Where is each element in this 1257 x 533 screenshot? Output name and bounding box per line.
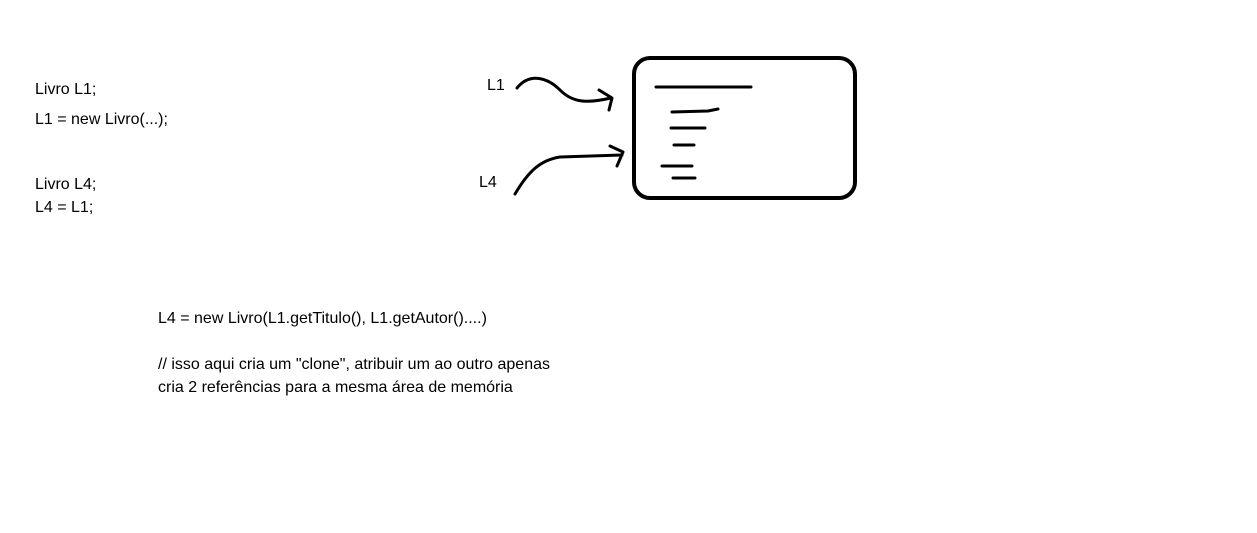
- arrow-l4-to-object: [513, 153, 624, 196]
- arrow-l4-head: [608, 144, 625, 168]
- reference-label-l1: L1: [487, 77, 505, 94]
- reference-label-l4: L4: [479, 174, 497, 191]
- arrow-l1-to-object: [515, 76, 613, 103]
- code-line-declare-l4: Livro L4;: [35, 176, 97, 193]
- comment-line-1: // isso aqui cria um "clone", atribuir u…: [158, 356, 550, 373]
- arrow-l1-head: [597, 88, 614, 112]
- code-line-clone-l4: L4 = new Livro(L1.getTitulo(), L1.getAut…: [158, 310, 487, 327]
- object-field-line: [670, 107, 720, 114]
- comment-line-2: cria 2 referências para a mesma área de …: [158, 379, 513, 396]
- code-line-declare-l1: Livro L1;: [35, 81, 97, 98]
- memory-object-box: [632, 56, 857, 200]
- code-line-assign-l4: L4 = L1;: [35, 199, 94, 216]
- code-line-new-l1: L1 = new Livro(...);: [35, 111, 168, 128]
